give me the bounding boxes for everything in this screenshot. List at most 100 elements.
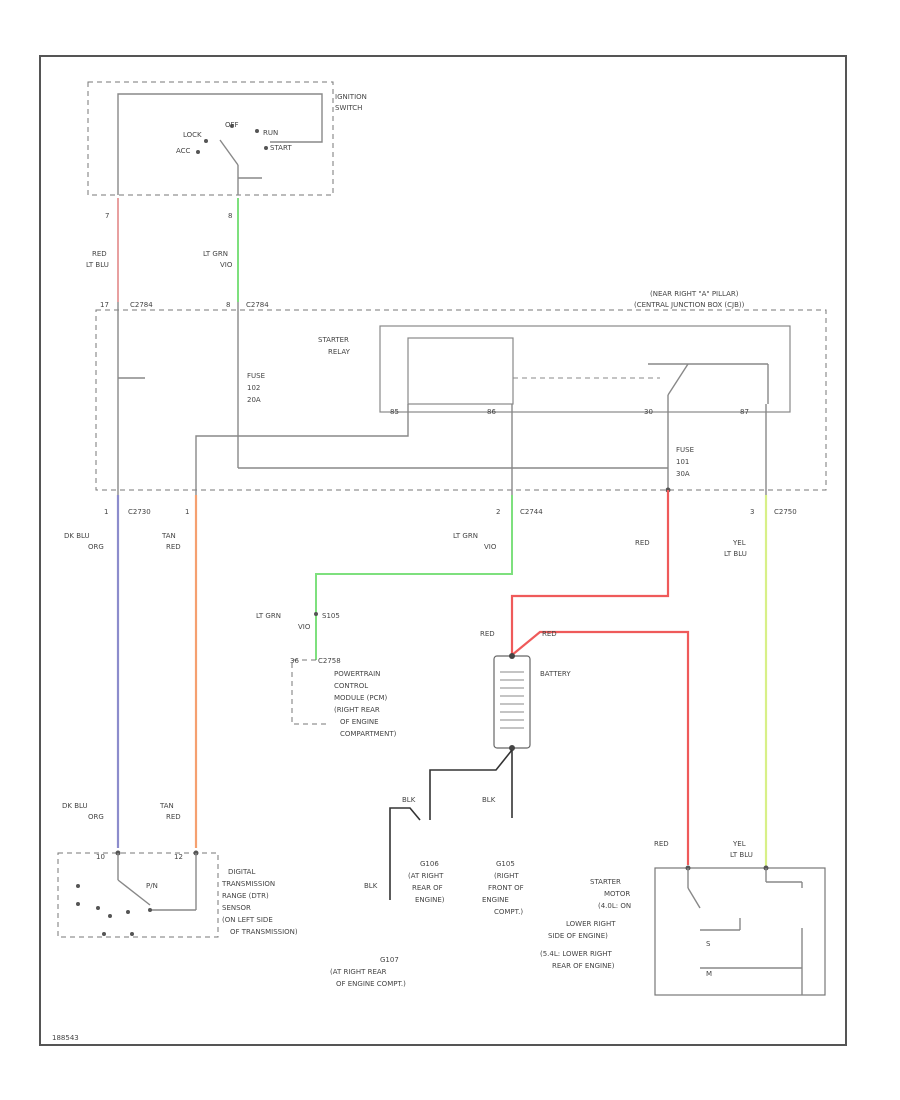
fuse2-number: 101	[676, 458, 689, 466]
ignition-switch: IGNITION SWITCH LOCK OFF RUN ACC START 7…	[87, 81, 367, 220]
label-dk-blu-low: DK BLU	[62, 802, 88, 810]
ignition-switch-title-2: SWITCH	[335, 104, 362, 112]
pcm-line-1: POWERTRAIN	[334, 670, 380, 678]
label-red-tan-low: RED	[166, 813, 181, 821]
g106-line-3: REAR OF	[412, 884, 443, 892]
dtr-line-2: TRANSMISSION	[221, 880, 275, 888]
dtr-line-5: (ON LEFT SIDE	[222, 916, 273, 924]
wire-red-battery	[510, 490, 670, 655]
starter-line-1: STARTER	[590, 878, 621, 886]
fuse1-number: 102	[247, 384, 260, 392]
fuse2-label: FUSE	[676, 446, 694, 454]
label-yel-low: YEL	[732, 840, 746, 848]
label-lt-blu-yel: LT BLU	[724, 550, 747, 558]
starter-motor-box	[654, 867, 826, 996]
label-vio-low: VIO	[298, 623, 311, 631]
fuse1-rating: 20A	[247, 396, 261, 404]
dtr-sensor: 10 12 P/N DIGITAL TRANSMISSION RANGE (DT…	[57, 850, 298, 938]
ignition-pin-7: 7	[105, 212, 109, 220]
label-lt-grn-mid: LT GRN	[453, 532, 478, 540]
label-vio-mid: VIO	[484, 543, 497, 551]
label-tan: TAN	[161, 532, 176, 540]
connector-c2758: C2758	[318, 657, 341, 665]
switch-pos-acc: ACC	[176, 147, 191, 155]
starter-line-5: SIDE OF ENGINE)	[548, 932, 608, 940]
relay-pin-87: 87	[740, 408, 749, 416]
starter-line-7: REAR OF ENGINE)	[552, 962, 615, 970]
relay-pin-86: 86	[487, 408, 496, 416]
dtr-pin-10: 10	[96, 853, 105, 861]
ignition-switch-box	[87, 81, 334, 196]
dtr-line-4: SENSOR	[222, 904, 251, 912]
starter-relay-box	[379, 325, 791, 413]
g107-line-3: OF ENGINE COMPT.)	[336, 980, 406, 988]
label-lt-blu-yel-low: LT BLU	[730, 851, 753, 859]
diagram-id: 188543	[52, 1034, 79, 1042]
pcm-line-6: COMPARTMENT)	[340, 730, 397, 738]
pin-1a: 1	[104, 508, 108, 516]
wire-label-lt-grn: LT GRN	[203, 250, 228, 258]
pin-8: 8	[226, 301, 230, 309]
label-blk-a: BLK	[402, 796, 416, 804]
cjb-title-1: (NEAR RIGHT "A" PILLAR)	[650, 290, 739, 298]
g106-line-2: (AT RIGHT	[408, 872, 444, 880]
pin-2: 2	[496, 508, 500, 516]
label-red-a: RED	[635, 539, 650, 547]
cjb-title-2: (CENTRAL JUNCTION BOX (CJB))	[634, 301, 745, 309]
pcm-line-4: (RIGHT REAR	[334, 706, 380, 714]
label-dk-blu: DK BLU	[64, 532, 90, 540]
dtr-line-3: RANGE (DTR)	[222, 892, 269, 900]
label-org-low: ORG	[88, 813, 104, 821]
dtr-line-1: DIGITAL	[228, 868, 255, 876]
g105-line-2: (RIGHT	[494, 872, 519, 880]
label-red-low: RED	[654, 840, 669, 848]
g105-line-3: FRONT OF	[488, 884, 524, 892]
g105-line-4: ENGINE	[482, 896, 509, 904]
switch-pos-start: START	[270, 144, 292, 152]
switch-pos-lock: LOCK	[183, 131, 202, 139]
battery-body	[493, 655, 531, 749]
g106-line-1: G106	[420, 860, 439, 868]
connector-c2730: C2730	[128, 508, 151, 516]
cjb-box	[95, 309, 827, 491]
central-junction-box: (NEAR RIGHT "A" PILLAR) (CENTRAL JUNCTIO…	[95, 290, 827, 495]
dtr-line-6: OF TRANSMISSION)	[230, 928, 298, 936]
starter-mark-s: S	[706, 940, 711, 948]
wire-blk-g107	[389, 807, 421, 900]
switch-pos-off: OFF	[225, 121, 239, 129]
fuse1-label: FUSE	[247, 372, 265, 380]
battery: BATTERY	[493, 653, 571, 751]
ignition-pin-8: 8	[228, 212, 232, 220]
pcm-pin-36: 36	[290, 657, 299, 665]
relay-label-1: STARTER	[318, 336, 349, 344]
label-red-tan: RED	[166, 543, 181, 551]
label-lt-grn-low: LT GRN	[256, 612, 281, 620]
connector-c2744: C2744	[520, 508, 543, 516]
starter-line-4: LOWER RIGHT	[566, 920, 616, 928]
label-tan-low: TAN	[159, 802, 174, 810]
g105-line-1: G105	[496, 860, 515, 868]
relay-pin-85: 85	[390, 408, 399, 416]
label-org: ORG	[88, 543, 104, 551]
switch-pos-run: RUN	[263, 129, 278, 137]
wire-label-lt-blu: LT BLU	[86, 261, 109, 269]
dtr-pin-12: 12	[174, 853, 183, 861]
outer-frame	[39, 55, 847, 1046]
label-blk-b: BLK	[482, 796, 496, 804]
powertrain-control-module: 36 C2758 POWERTRAIN CONTROL MODULE (PCM)…	[290, 657, 397, 738]
ignition-switch-title-1: IGNITION	[335, 93, 367, 101]
wire-lt-grn-vio-pcm	[315, 495, 513, 660]
starter-line-2: MOTOR	[604, 890, 630, 898]
connector-c2750: C2750	[774, 508, 797, 516]
wire-label-vio: VIO	[220, 261, 233, 269]
g107-line-2: (AT RIGHT REAR	[330, 968, 387, 976]
starter-mark-m: M	[706, 970, 712, 978]
pin-1b: 1	[185, 508, 189, 516]
relay-coil	[407, 337, 514, 405]
starter-line-6: (5.4L: LOWER RIGHT	[540, 950, 613, 958]
g106-line-4: ENGINE)	[415, 896, 445, 904]
connector-c2784-b: C2784	[246, 301, 269, 309]
starter-line-3: (4.0L: ON	[598, 902, 631, 910]
wire-red-starter	[511, 630, 690, 865]
label-blk-c: BLK	[364, 882, 378, 890]
